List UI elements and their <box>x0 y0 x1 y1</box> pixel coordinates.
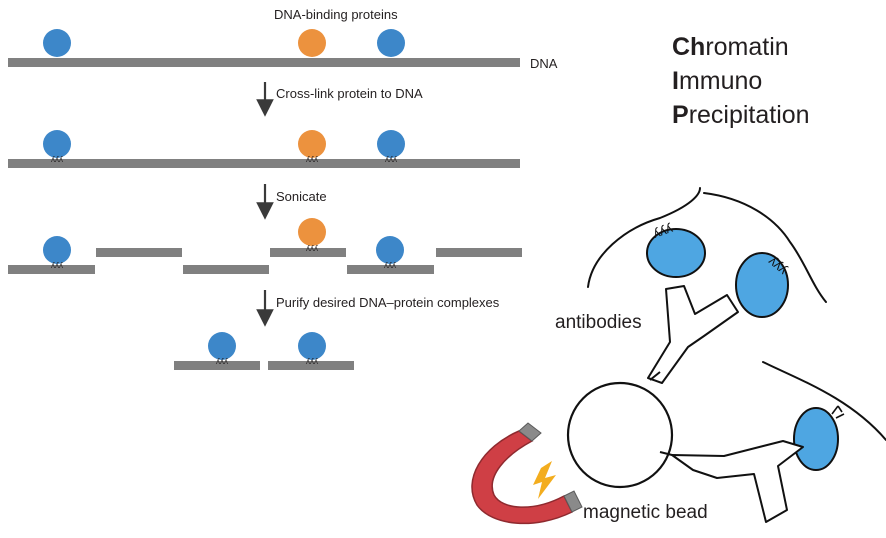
bead-linker <box>649 371 661 381</box>
dna-fragment <box>96 248 182 257</box>
row-purified: ʎʎʎ ʎʎʎ <box>174 332 354 370</box>
dna-strand <box>8 58 520 67</box>
dna-fragment <box>174 361 260 370</box>
acronym-line-precipitation: Precipitation <box>672 101 810 129</box>
crosslink-mark: ʎʎʎ <box>306 357 318 366</box>
crosslink-mark <box>831 405 845 419</box>
row-sonicated: ʎʎʎ ʎʎʎ ʎʎʎ <box>8 218 522 274</box>
protein-target <box>298 332 326 360</box>
antibody-protein-complexes: ʎʎʎ ʎʎʎ <box>646 220 845 471</box>
acronym-line-immuno: Immuno <box>672 67 763 95</box>
protein-target <box>208 332 236 360</box>
antibodies <box>647 285 804 523</box>
protein-target <box>377 130 405 158</box>
protein-target <box>43 236 71 264</box>
protein-bound <box>646 228 706 278</box>
label-magnetic-bead: magnetic bead <box>583 502 708 523</box>
chromatin-strands <box>587 187 886 441</box>
acronym-line-chromatin: Chromatin <box>672 33 789 61</box>
crosslink-mark: ʎʎʎ <box>306 244 318 253</box>
protein-other <box>298 29 326 57</box>
label-dna-binding-proteins: DNA-binding proteins <box>274 7 398 22</box>
label-antibodies: antibodies <box>555 312 642 333</box>
dna-fragment <box>8 265 95 274</box>
protein-bound <box>793 407 839 471</box>
bead-linker <box>659 451 673 456</box>
protein-other <box>298 130 326 158</box>
antibody <box>647 285 739 384</box>
antibody <box>671 440 804 523</box>
label-dna: DNA <box>530 56 558 71</box>
crosslink-mark: ʎʎʎ <box>216 357 228 366</box>
label-step-crosslink: Cross-link protein to DNA <box>276 86 423 101</box>
dna-fragment <box>183 265 269 274</box>
magnetic-bead <box>566 381 674 489</box>
magnet-icon <box>471 422 583 525</box>
crosslink-mark: ʎʎʎ <box>51 261 63 270</box>
crosslink-mark: ʎʎʎ <box>384 261 396 270</box>
dna-fragment <box>270 248 346 257</box>
spark-icon <box>533 461 556 499</box>
row-initial <box>8 29 520 67</box>
protein-target <box>376 236 404 264</box>
crosslink-mark: ʎʎʎ <box>306 155 318 164</box>
row-crosslinked: ʎʎʎ ʎʎʎ ʎʎʎ <box>8 130 520 168</box>
dna-fragment <box>268 361 354 370</box>
crosslink-mark: ʎʎʎ <box>51 155 63 164</box>
dna-fragment <box>347 265 434 274</box>
protein-target <box>377 29 405 57</box>
protein-other <box>298 218 326 246</box>
dna-fragment <box>436 248 522 257</box>
protein-target <box>43 29 71 57</box>
label-step-purify: Purify desired DNA–protein complexes <box>276 295 500 310</box>
protein-target <box>43 130 71 158</box>
crosslink-mark: ʎʎʎ <box>385 155 397 164</box>
crosslink-mark: ʎʎʎ <box>651 220 675 241</box>
dna-strand <box>8 159 520 168</box>
label-step-sonicate: Sonicate <box>276 189 327 204</box>
protein-bound <box>735 252 789 318</box>
